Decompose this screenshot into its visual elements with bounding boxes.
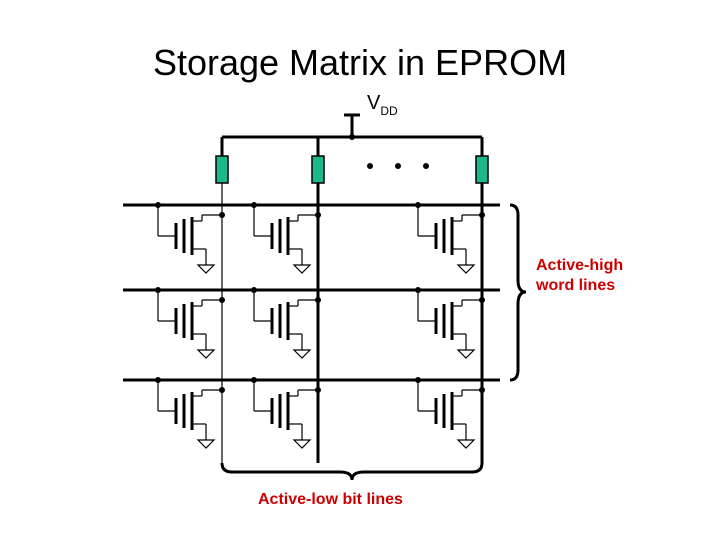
bit-line-tap-dot: [479, 297, 485, 303]
ground-icon: [196, 264, 216, 274]
ground-icon: [196, 439, 216, 449]
bit-line-tap-dot: [315, 212, 321, 218]
ground-icon: [292, 264, 312, 274]
ground-icon: [196, 349, 216, 359]
bit-line-tap-dot: [315, 387, 321, 393]
vdd-junction-dot: [349, 134, 355, 140]
word-lines-brace: [509, 203, 527, 382]
bit-line-tap-dot: [219, 297, 225, 303]
word-lines-label-line1: Active-high: [536, 257, 624, 274]
ellipsis-dot: [367, 163, 373, 169]
word-line-tap-dot: [251, 287, 257, 293]
word-line-tap-dot: [155, 287, 161, 293]
word-line-tap-dot: [415, 377, 421, 383]
ground-icon: [456, 264, 476, 274]
bit-lines-label: Active-low bit lines: [258, 491, 403, 508]
bit-line-tap-dot: [315, 297, 321, 303]
word-lines-label: Active-high word lines: [536, 256, 623, 296]
word-line-tap-dot: [155, 202, 161, 208]
pullup-resistor: [215, 155, 229, 184]
pullup-resistor: [475, 155, 489, 184]
word-line-tap-dot: [415, 202, 421, 208]
word-line-tap-dot: [155, 377, 161, 383]
ellipsis-dot: [423, 163, 429, 169]
bit-line-tap-dot: [479, 387, 485, 393]
vdd-main: V: [367, 92, 381, 114]
bit-lines-brace: [220, 462, 484, 481]
ellipsis-dot: [395, 163, 401, 169]
vdd-label: VDD: [367, 92, 398, 118]
word-line-tap-dot: [251, 377, 257, 383]
ground-icon: [292, 349, 312, 359]
pullup-resistor: [311, 155, 325, 184]
ground-icon: [292, 439, 312, 449]
page-title: Storage Matrix in EPROM: [152, 42, 568, 83]
bit-line-tap-dot: [219, 387, 225, 393]
word-line-tap-dot: [251, 202, 257, 208]
word-line-tap-dot: [415, 287, 421, 293]
ground-icon: [456, 349, 476, 359]
word-lines-label-line2: word lines: [536, 277, 616, 294]
vdd-subscript: DD: [380, 104, 398, 118]
bit-line-tap-dot: [219, 212, 225, 218]
bit-line-tap-dot: [479, 212, 485, 218]
ground-icon: [456, 439, 476, 449]
